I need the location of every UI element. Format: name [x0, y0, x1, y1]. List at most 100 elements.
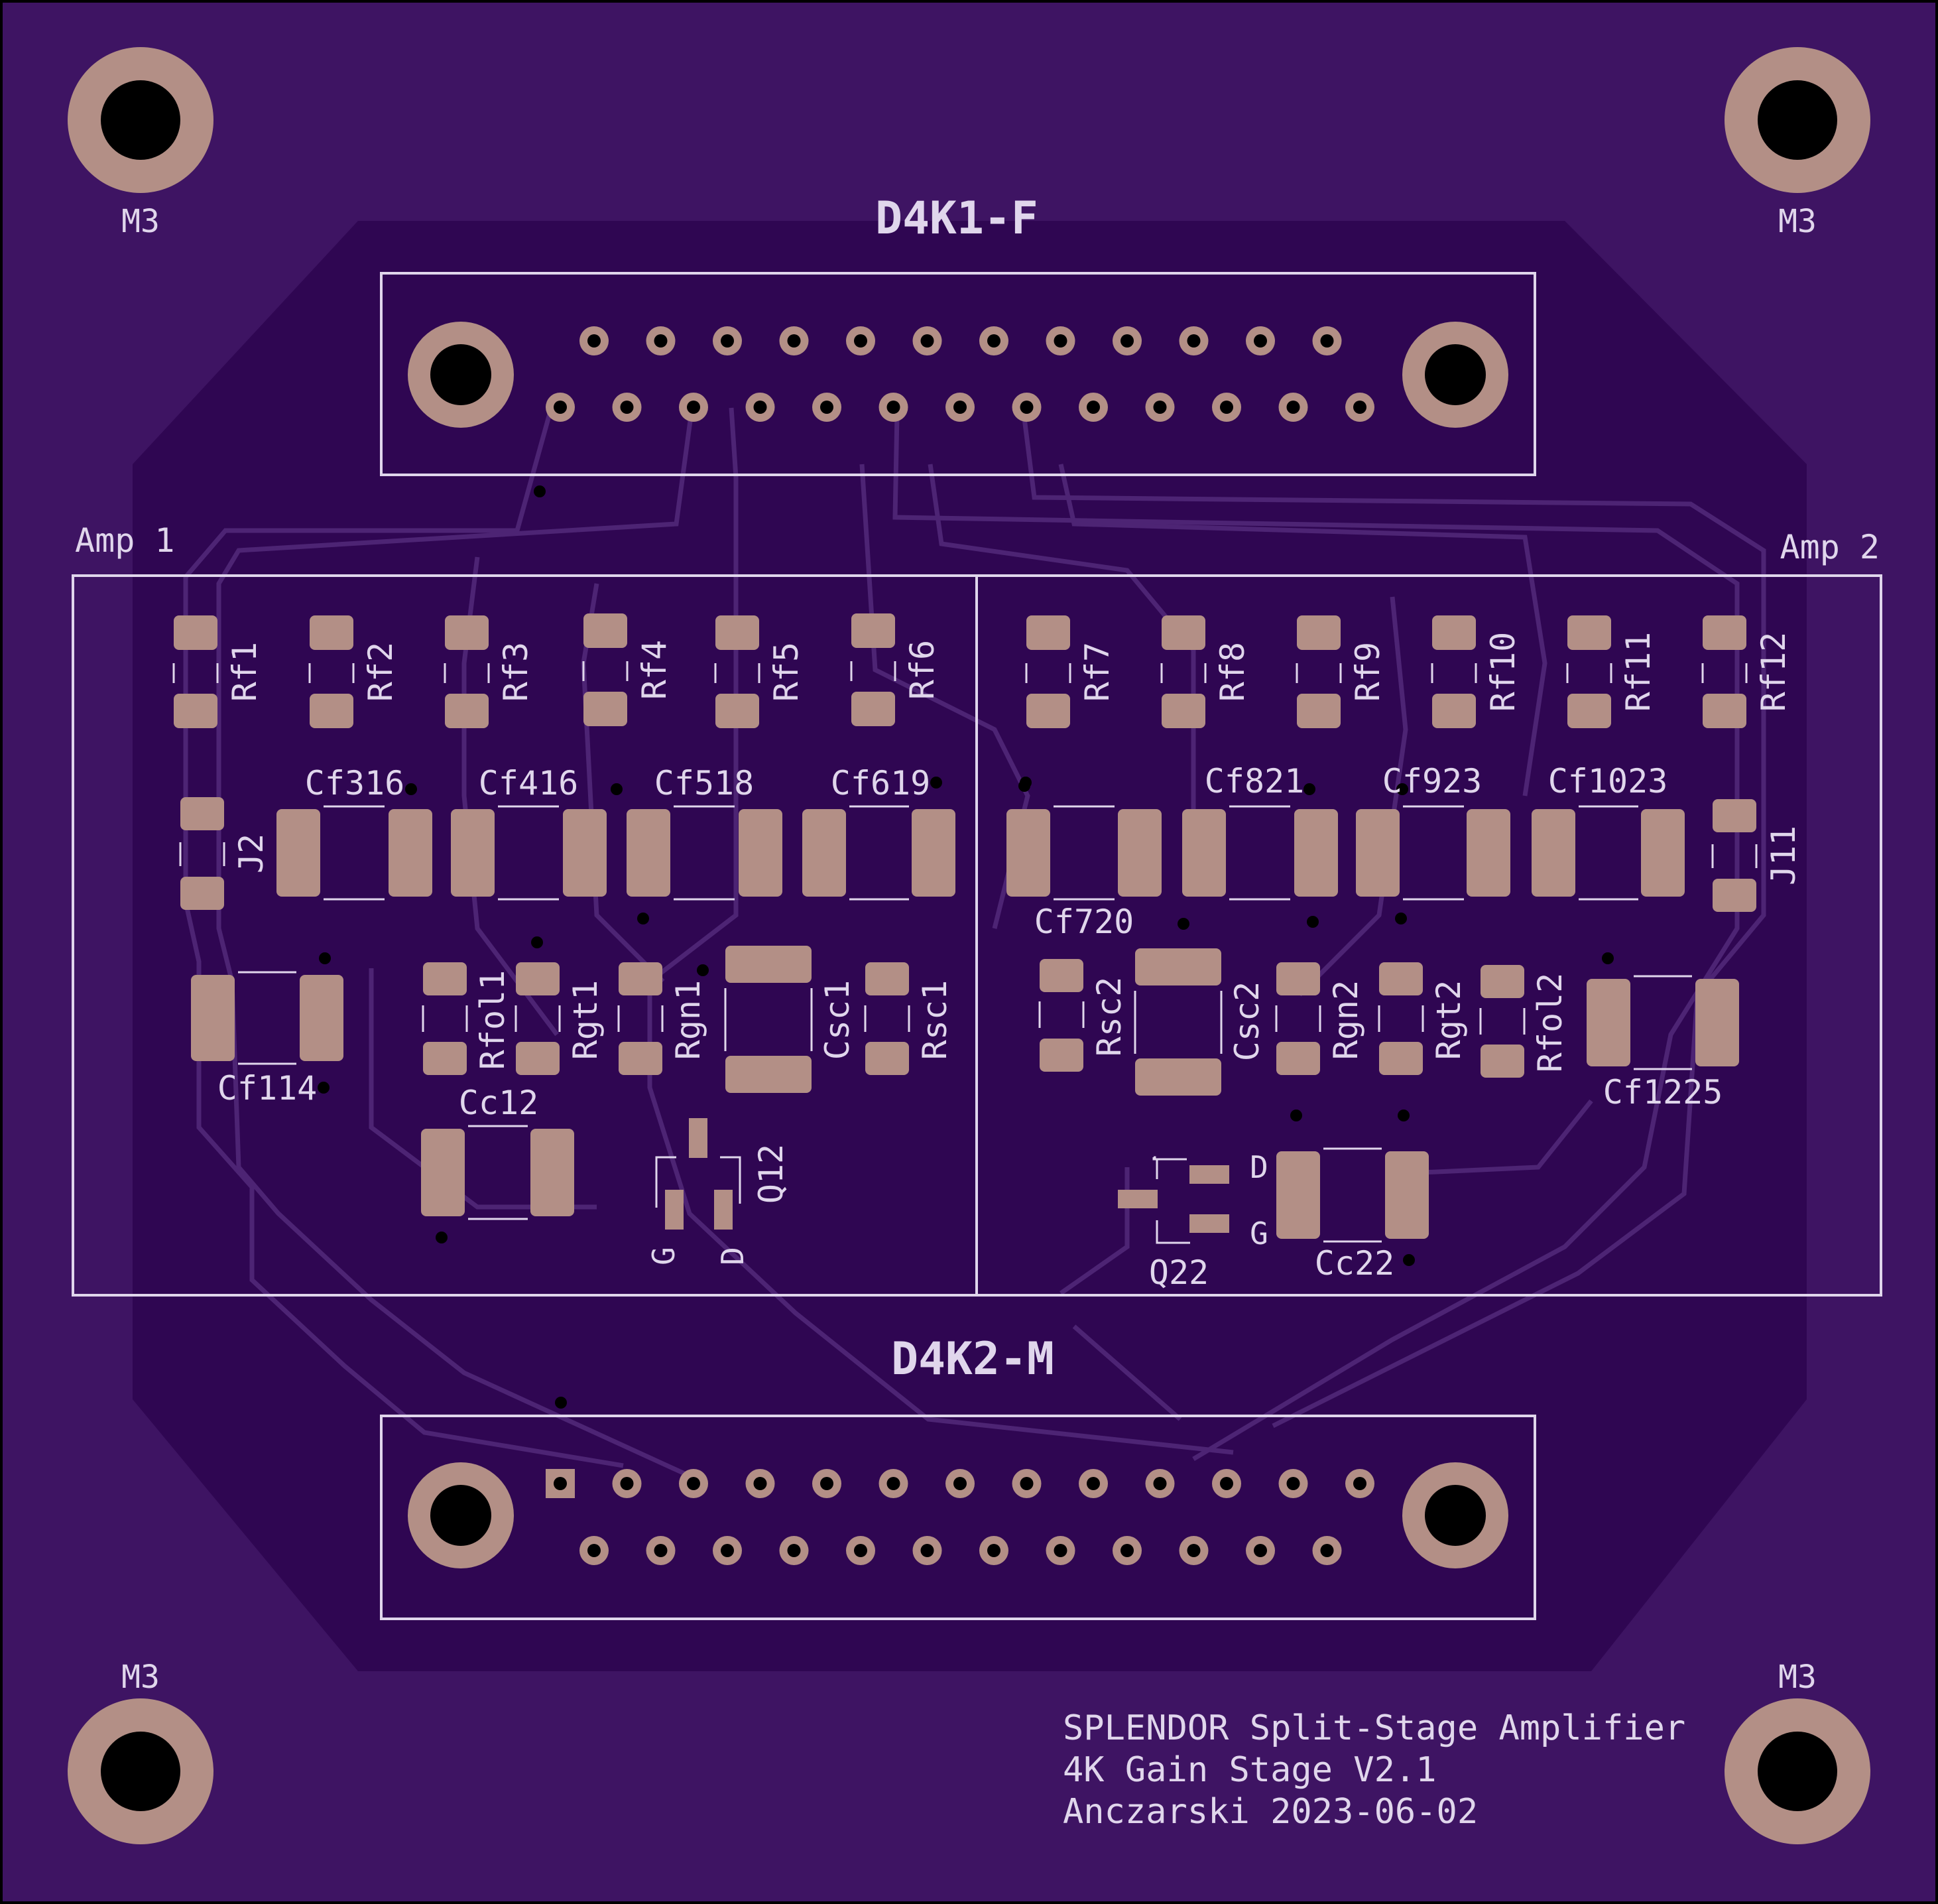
capacitor-csc1 — [725, 946, 812, 1093]
resistor-rf1 — [174, 615, 217, 728]
capacitor-cf518 — [627, 809, 782, 897]
amp2-box — [975, 574, 1882, 1297]
via — [436, 1232, 448, 1243]
label-cf1225: Cf1225 — [1603, 1073, 1723, 1111]
connector-pin-drill — [1254, 334, 1267, 348]
connector-pin-drill — [1220, 401, 1233, 414]
amp2-label: Amp 2 — [1780, 528, 1880, 566]
resistor-rf12 — [1703, 615, 1746, 728]
connector-pin-drill — [1054, 1544, 1067, 1557]
connector-pin-drill — [687, 401, 700, 414]
connector-mount-hole — [408, 322, 514, 428]
connector-pin-drill — [886, 401, 900, 414]
connector-pin-drill — [1087, 401, 1100, 414]
label-q12-gate: G — [646, 1247, 682, 1265]
via — [1396, 783, 1408, 795]
via — [1395, 913, 1407, 924]
connector-pin-drill — [953, 1477, 967, 1490]
capacitor-cf1023 — [1532, 809, 1685, 897]
label-cf316: Cf316 — [305, 764, 405, 802]
mounting-hole — [68, 47, 213, 193]
label-j2: J2 — [232, 834, 271, 873]
label-rfol1: Rfol1 — [473, 970, 512, 1070]
label-cf1023: Cf1023 — [1548, 762, 1668, 800]
resistor-rf6 — [851, 613, 895, 726]
connector-pin-drill — [1187, 1544, 1201, 1557]
credit-line-2: 4K Gain Stage V2.1 — [1063, 1750, 1437, 1790]
label-rsc2: Rsc2 — [1090, 977, 1128, 1056]
capacitor-cf1225 — [1587, 979, 1739, 1066]
via — [1290, 1110, 1302, 1121]
capacitor-cf114 — [191, 975, 343, 1061]
resistor-rf4 — [583, 613, 627, 726]
connector-pin-drill — [1020, 1477, 1034, 1490]
connector-pin-drill — [1120, 1544, 1134, 1557]
label-rf7: Rf7 — [1078, 642, 1117, 702]
capacitor-cf316 — [276, 809, 432, 897]
part-outlines — [172, 661, 1758, 1244]
connector-pin-drill — [1320, 1544, 1334, 1557]
connector-mount-hole — [1402, 322, 1508, 428]
via — [555, 1397, 567, 1409]
connector-pin-drill — [1286, 401, 1300, 414]
via — [1020, 777, 1032, 789]
credit-line-1: SPLENDOR Split-Stage Amplifier — [1063, 1708, 1685, 1748]
label-rf9: Rf9 — [1349, 642, 1387, 702]
connector-pin-drill — [854, 1544, 867, 1557]
connector-pin-drill — [654, 334, 668, 348]
vias — [318, 485, 1614, 1409]
label-rf1: Rf1 — [225, 642, 264, 702]
via — [405, 783, 417, 795]
connector-pin-drill — [687, 1477, 700, 1490]
label-cf619: Cf619 — [831, 764, 931, 802]
via — [1303, 783, 1315, 795]
resistor-rf8 — [1162, 615, 1205, 728]
jumper-j2 — [180, 797, 224, 910]
connector-mount-hole — [408, 1462, 514, 1568]
label-cf821: Cf821 — [1205, 762, 1305, 800]
capacitor-cf923 — [1356, 809, 1510, 897]
label-cf416: Cf416 — [479, 764, 579, 802]
connector-pins-bottom — [546, 1469, 1374, 1565]
capacitor-cf416 — [451, 809, 607, 897]
capacitor-cf619 — [802, 809, 955, 897]
resistor-rf9 — [1297, 615, 1341, 728]
resistor-rsc2 — [1040, 959, 1083, 1072]
connector-outline-top — [380, 272, 1536, 476]
connector-pin-drill — [1087, 1477, 1100, 1490]
connector-pin-drill — [787, 334, 801, 348]
connector-pin-drill — [1353, 1477, 1366, 1490]
via — [930, 777, 942, 789]
connector-outline-bottom — [380, 1415, 1536, 1620]
connector-pin-drill — [953, 401, 967, 414]
resistor-rgn1 — [619, 962, 662, 1075]
transistor-q12 — [665, 1118, 733, 1230]
connector-label-top: D4K1-F — [875, 192, 1038, 245]
via — [637, 913, 649, 924]
ground-pour — [133, 221, 1807, 1671]
resistor-rgn2 — [1276, 962, 1320, 1075]
connector-pin-drill — [620, 401, 634, 414]
connector-pin-drill — [1153, 401, 1167, 414]
connector-pin-drill — [1220, 1477, 1233, 1490]
via — [611, 783, 623, 795]
label-cf720: Cf720 — [1034, 903, 1134, 941]
silkscreen-outlines — [72, 272, 1882, 1620]
label-rf2: Rf2 — [361, 642, 400, 702]
mounting-hole — [1725, 1698, 1870, 1844]
mount-label-tl: M3 — [121, 203, 160, 240]
connector-pin-drill — [654, 1544, 668, 1557]
via — [531, 936, 543, 948]
connector-pin-drill — [1353, 401, 1366, 414]
mount-label-tr: M3 — [1778, 203, 1817, 240]
mount-label-br: M3 — [1778, 1659, 1817, 1696]
label-cf518: Cf518 — [654, 764, 755, 802]
resistor-rsc1 — [865, 962, 909, 1075]
connector-pin-drill — [1286, 1477, 1300, 1490]
resistor-rf5 — [715, 615, 759, 728]
resistor-rf10 — [1432, 615, 1476, 728]
label-rf3: Rf3 — [497, 642, 535, 702]
capacitor-cf821 — [1182, 809, 1338, 897]
amp1-label: Amp 1 — [75, 521, 175, 560]
